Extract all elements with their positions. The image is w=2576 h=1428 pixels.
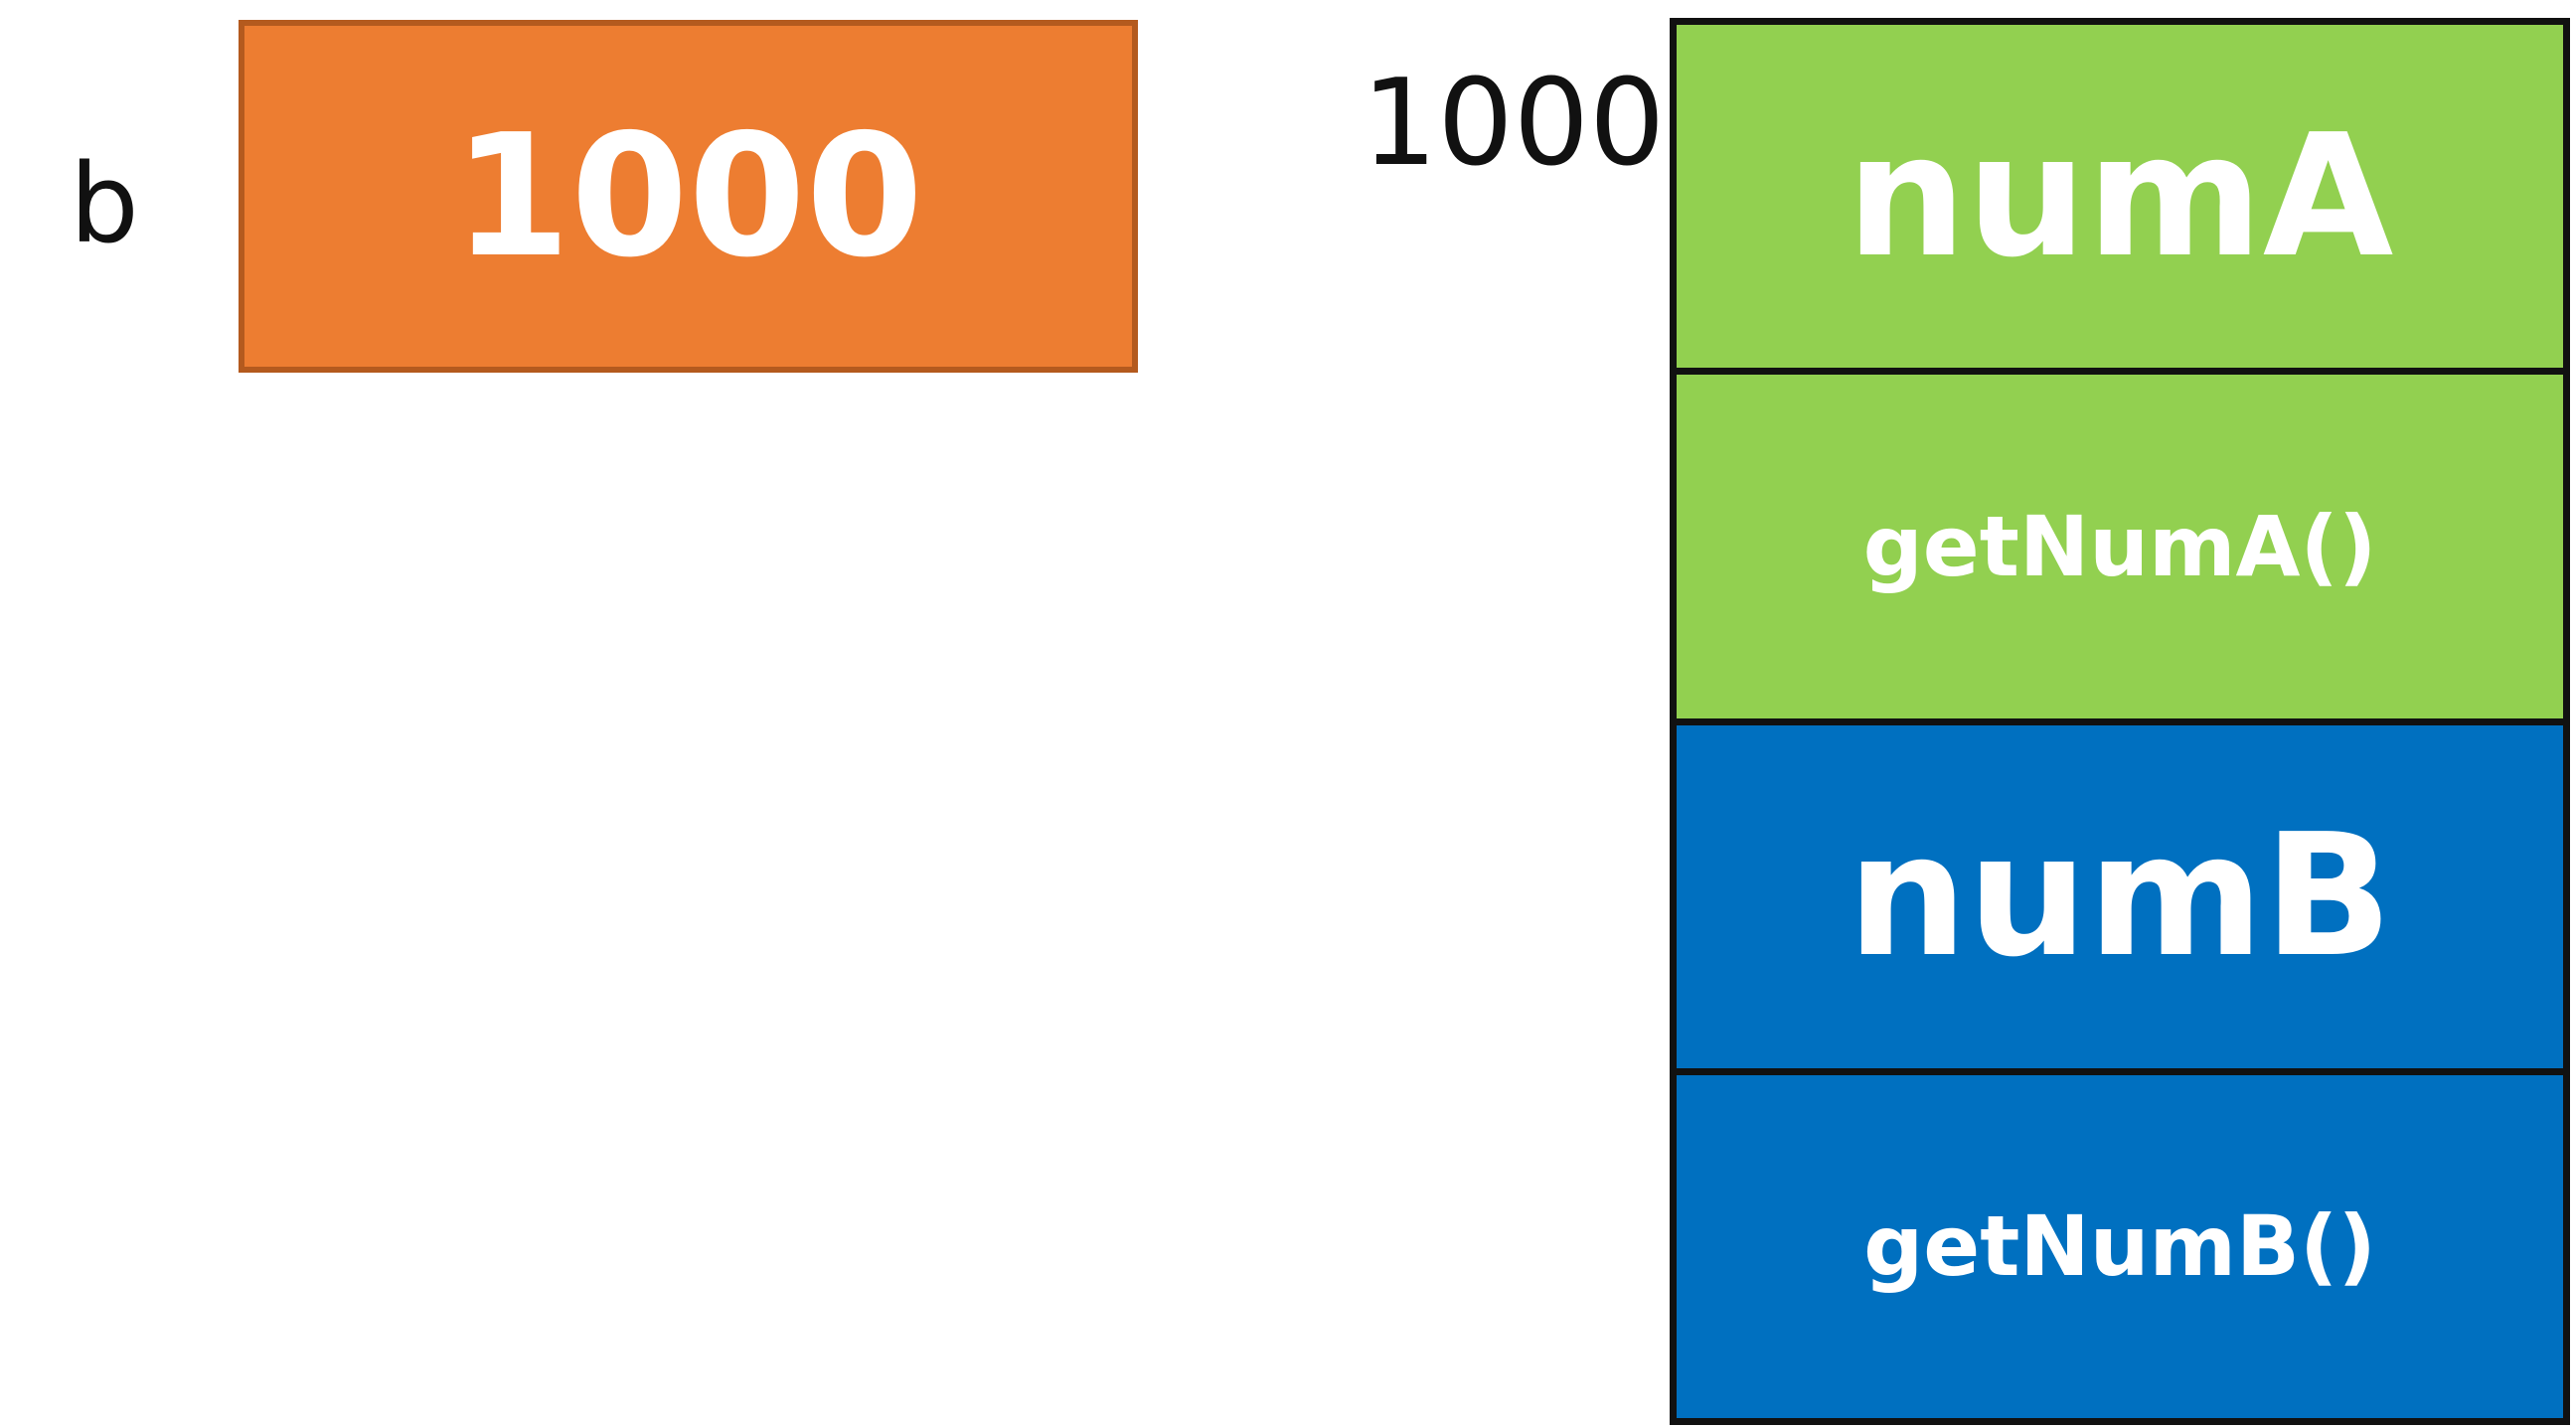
method-getnuma-cell: getNumA() (1677, 368, 2563, 718)
variable-name-label: b (70, 140, 139, 267)
field-numb-label: numB (1847, 798, 2393, 996)
method-getnuma-label: getNumA() (1862, 497, 2377, 595)
method-getnumb-cell: getNumB() (1677, 1067, 2563, 1418)
object-address-label: 1000 (1362, 55, 1666, 193)
field-numa-label: numA (1846, 97, 2394, 295)
object-memory-block: numA getNumA() numB getNumB() (1670, 18, 2570, 1425)
reference-value-text: 1000 (452, 97, 924, 295)
field-numb-cell: numB (1677, 717, 2563, 1068)
field-numa-cell: numA (1677, 25, 2563, 369)
method-getnumb-label: getNumB() (1863, 1197, 2376, 1296)
reference-value-box: 1000 (239, 20, 1138, 373)
